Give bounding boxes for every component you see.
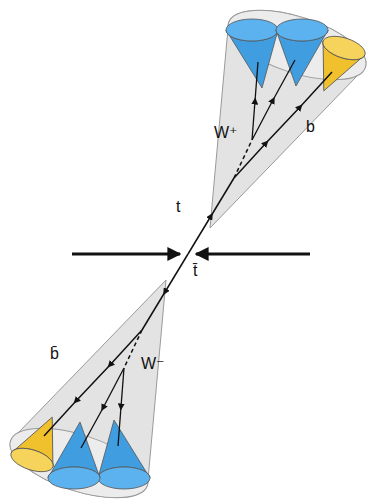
blue-jet-rim — [226, 19, 278, 41]
quark-line — [252, 60, 295, 140]
particle-label: W⁻ — [141, 355, 165, 373]
w-boson-line — [234, 140, 252, 178]
particle-label: b — [306, 118, 315, 136]
quark-line — [252, 62, 258, 140]
blue-jet-rim — [276, 19, 328, 41]
b-quark-line — [234, 72, 332, 178]
particle-label: t̄ — [193, 262, 197, 280]
top-quark-line — [188, 178, 234, 254]
jet-cone-rim — [220, 0, 374, 94]
particle-label: b̄ — [50, 345, 59, 363]
beam-arrow — [72, 253, 180, 256]
top-decay — [188, 0, 374, 254]
particle-label: W⁺ — [214, 124, 238, 142]
bottom-decay — [2, 254, 188, 504]
beam-arrow — [196, 253, 310, 256]
particle-label: t — [176, 198, 180, 216]
yellow-jet-rim — [320, 32, 368, 65]
